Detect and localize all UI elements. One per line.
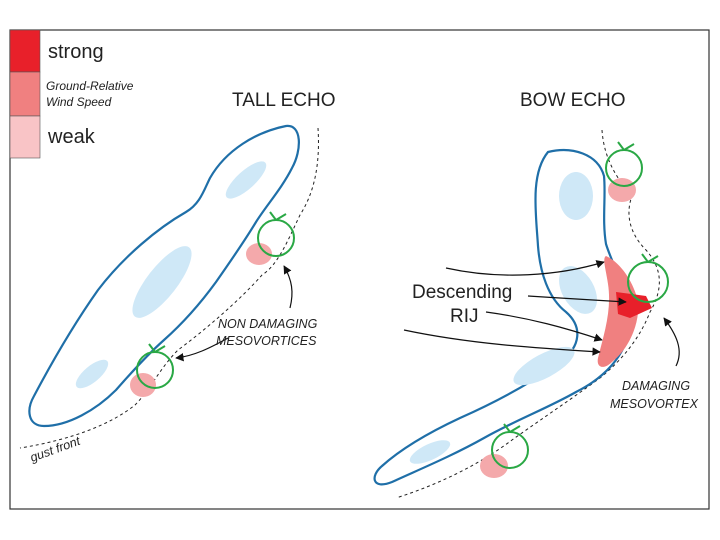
tall-echo-core [132,246,192,318]
legend-ground-relative-label: Ground-Relative [46,79,134,93]
mesovortex-circle-icon [605,141,643,187]
tall-echo-annotation-line2: MESOVORTICES [216,334,317,348]
mesovortex-circle-icon [136,343,174,389]
bow-echo-outline [373,148,632,486]
arrow-icon [663,317,680,367]
arrow-icon [403,329,601,356]
wind-blob-weak [246,243,272,265]
wind-blob-weak [480,454,508,478]
bow-echo-title: BOW ECHO [520,90,626,111]
tall-echo-title: TALL ECHO [232,90,335,111]
rij-label-line2: RIJ [450,306,479,327]
legend-weak-label: weak [47,126,96,148]
legend-strong-label: strong [48,41,104,63]
legend-swatch-weak [9,115,41,159]
bow-echo-core [559,266,597,314]
bow-echo-core [513,346,575,386]
arrow-icon [445,260,605,276]
bow-echo-annotation-line1: DAMAGING [622,379,690,393]
bow-echo-panel: BOW ECHO [373,90,699,499]
tall-echo-core [225,161,267,199]
arrow-icon [283,265,293,309]
bow-echo-core [559,172,593,220]
legend-swatch-medium [9,71,41,117]
mesovortex-circle-icon [491,423,529,469]
arrow-icon [527,295,627,306]
wind-blob-weak [130,373,156,397]
legend-wind-speed-label: Wind Speed [46,95,112,109]
bow-echo-annotation-line2: MESOVORTEX [610,397,699,411]
legend: strong Ground-Relative Wind Speed weak [9,29,134,159]
mesovortex-circle-icon [627,253,669,303]
tall-echo-annotation-line1: NON DAMAGING [218,317,318,331]
bow-echo-core [409,440,451,464]
arrow-icon [175,337,229,362]
tall-echo-core [75,359,109,389]
mesovortex-circle-icon [257,211,295,257]
tall-echo-gust-front-line [19,127,319,449]
arrow-icon [485,311,603,342]
tall-echo-panel: TALL ECHO NON DAMAGING MESOVORTICES gust… [19,90,335,465]
rij-label-line1: Descending [412,282,512,303]
legend-swatch-strong [9,29,41,73]
